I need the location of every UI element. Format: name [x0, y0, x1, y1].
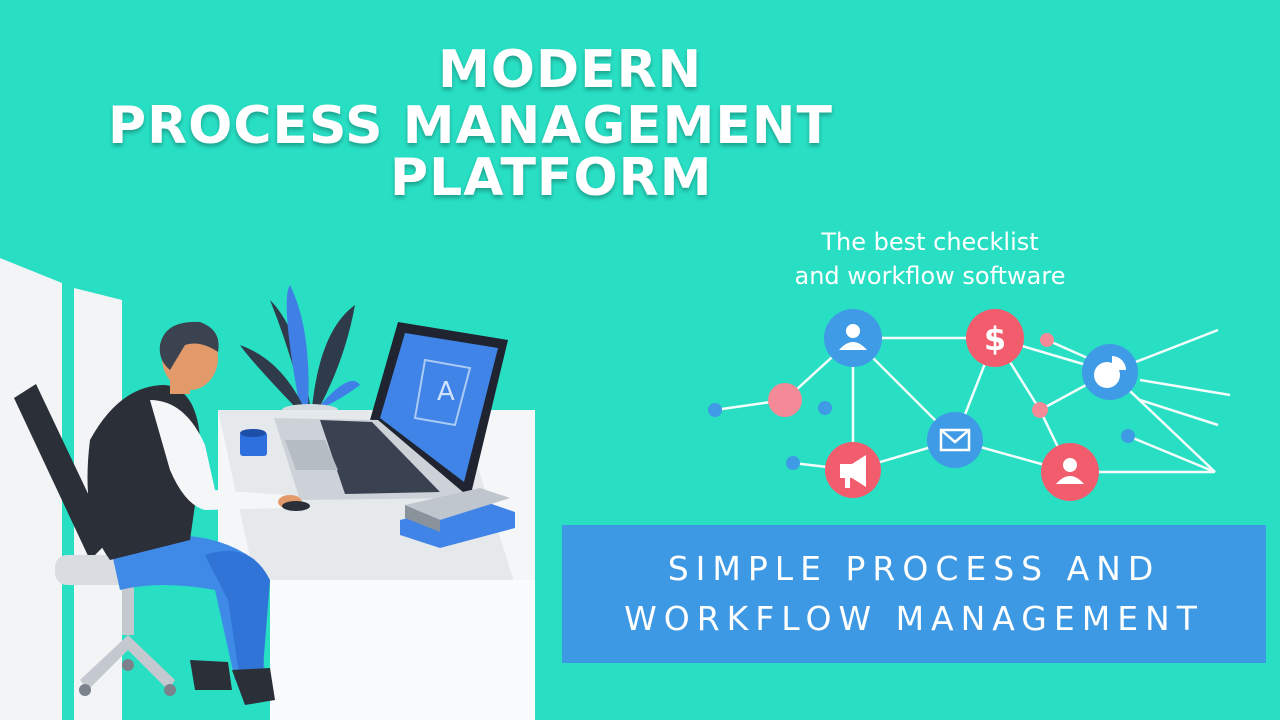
- tagline-line-1: The best checklist: [821, 228, 1039, 256]
- headline-line-3: PLATFORM: [390, 148, 713, 208]
- tagline: The best checklist and workflow software: [760, 225, 1100, 293]
- tagline-line-2: and workflow software: [794, 262, 1066, 290]
- pie-chart-icon: [1082, 344, 1138, 400]
- person-figure: [87, 321, 310, 705]
- user-icon: [824, 309, 882, 367]
- books-icon: [400, 488, 515, 548]
- callout-line-1: SIMPLE PROCESS AND: [667, 549, 1161, 588]
- megaphone-icon: [825, 442, 881, 498]
- plant-icon: [240, 285, 360, 416]
- svg-text:$: $: [984, 320, 1006, 358]
- callout-line-2: WORKFLOW MANAGEMENT: [624, 599, 1204, 638]
- callout-box: SIMPLE PROCESS AND WORKFLOW MANAGEMENT: [562, 525, 1266, 663]
- svg-text:A: A: [437, 377, 455, 407]
- mail-icon: [927, 412, 983, 468]
- laptop-icon: A: [274, 322, 508, 500]
- user-icon: [1041, 443, 1099, 501]
- mug-icon: [240, 429, 267, 456]
- headline-line-1: MODERN: [438, 40, 703, 100]
- dollar-icon: $: [966, 309, 1024, 367]
- headline-line-2: PROCESS MANAGEMENT: [108, 96, 833, 156]
